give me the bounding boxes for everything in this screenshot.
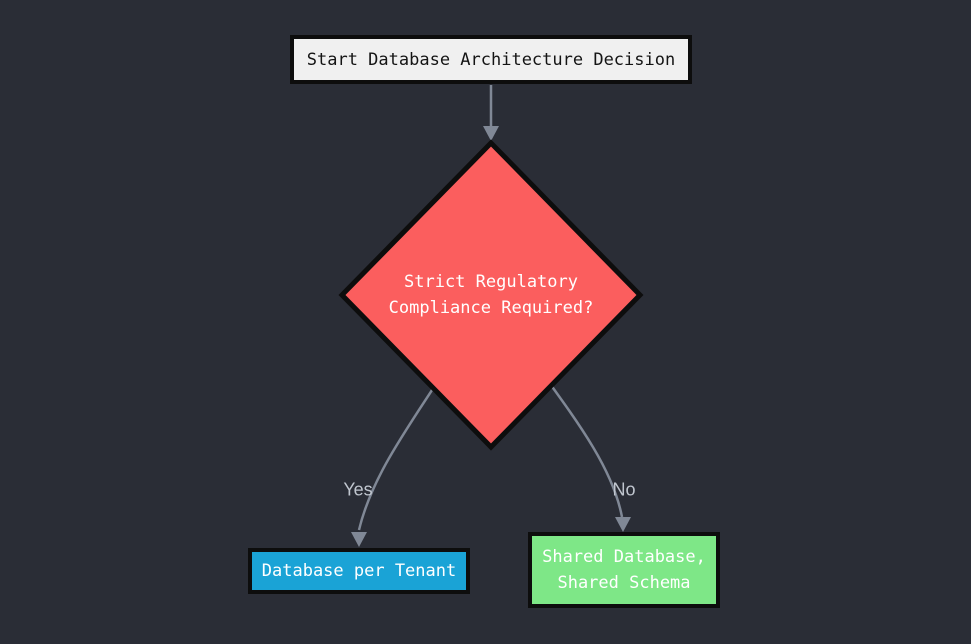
edge-label-yes: Yes [343,479,373,500]
decision-node-shape [338,139,644,451]
arrowhead-down-icon [351,532,367,547]
start-node-label: Start Database Architecture Decision [306,49,676,70]
edge-decision-to-no [538,369,624,518]
yes-result-node: Database per Tenant [248,548,470,594]
decision-label-line2: Compliance Required? [388,298,594,318]
arrowhead-down-icon [615,517,631,532]
edge-label-no: No [612,479,636,500]
decision-node-label: Strict Regulatory Compliance Required? [341,269,641,321]
arrowhead-down-icon [483,126,499,141]
decision-label-line1: Strict Regulatory [404,272,578,292]
start-node: Start Database Architecture Decision [290,35,692,84]
no-result-node: Shared Database, Shared Schema [528,532,720,608]
edge-decision-to-yes [357,369,447,531]
no-result-node-label-line1: Shared Database, [542,547,706,567]
yes-result-node-label: Database per Tenant [261,561,457,581]
no-result-node-label-line2: Shared Schema [557,573,691,593]
